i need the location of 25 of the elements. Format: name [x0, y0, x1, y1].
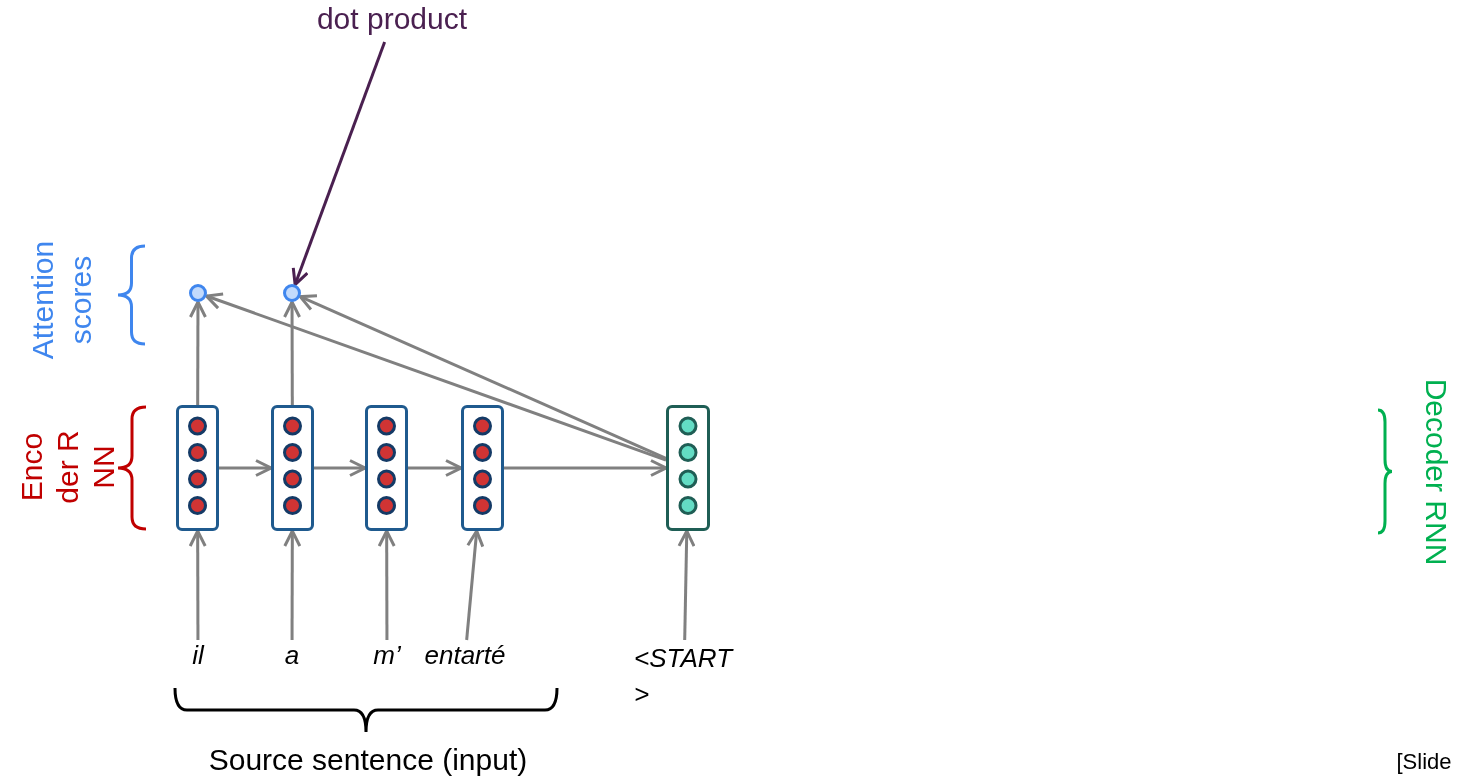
arrow	[283, 529, 302, 640]
arrow	[504, 459, 668, 477]
arrow	[188, 300, 207, 405]
arrow	[219, 459, 273, 477]
arrow	[377, 529, 396, 640]
arrow	[408, 459, 463, 477]
arrow	[298, 294, 667, 460]
arrow	[677, 529, 696, 641]
annotation-label: Encoder RNN	[14, 429, 121, 506]
annotation-label: Decoder RNN	[1419, 377, 1454, 568]
attention-score-circle	[189, 284, 207, 302]
annotation-label: [Slide	[1395, 748, 1453, 776]
annotation-label: Attention scores	[25, 239, 98, 362]
arrow	[465, 529, 485, 641]
callout-label: dot product	[292, 2, 492, 42]
arrow	[314, 459, 367, 477]
annotation-label: Source sentence (input)	[207, 742, 529, 778]
leader-arrow	[291, 41, 387, 287]
attention-score-circle	[283, 284, 301, 302]
input-word: <START >	[634, 640, 734, 712]
arrow	[188, 529, 207, 640]
input-word: a	[262, 640, 322, 676]
arrow	[205, 292, 667, 462]
input-word: il	[168, 640, 228, 676]
arrow	[283, 300, 302, 405]
